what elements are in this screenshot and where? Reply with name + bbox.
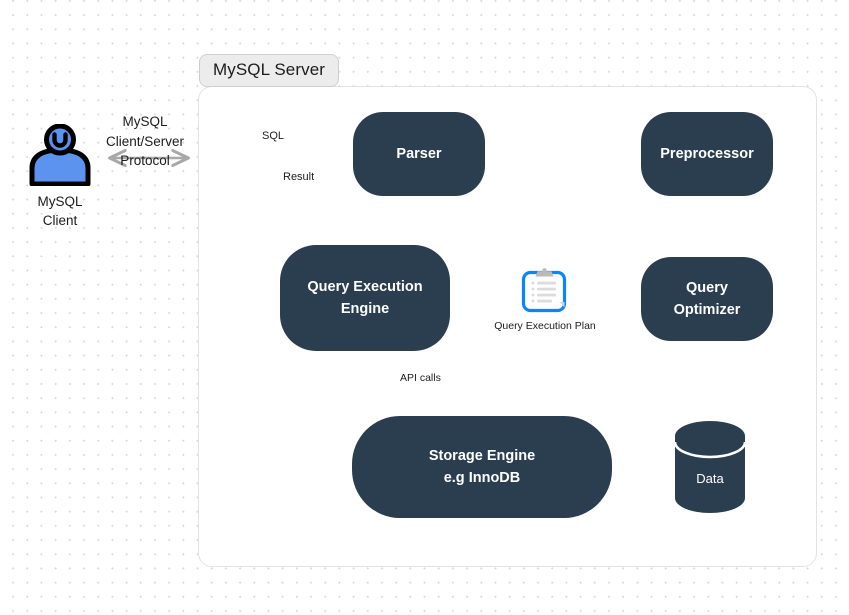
edge-label-api-calls: API calls bbox=[396, 372, 445, 384]
node-query-optimizer-label: Query Optimizer bbox=[674, 277, 741, 322]
node-storage-engine-label-line1: Storage Engine bbox=[428, 447, 536, 464]
node-query-execution-engine[interactable]: Query Execution Engine bbox=[280, 245, 450, 351]
node-storage-engine-label-line2: e.g InnoDB bbox=[443, 470, 521, 486]
node-query-optimizer[interactable]: Query Optimizer bbox=[641, 257, 773, 341]
node-query-optimizer-label-line2: Optimizer bbox=[673, 302, 741, 318]
query-execution-plan-caption: Query Execution Plan bbox=[494, 320, 596, 332]
data-store-label: Data bbox=[696, 471, 724, 486]
node-parser-label: Parser bbox=[396, 143, 441, 165]
node-storage-engine-label: Storage Engine e.g InnoDB bbox=[429, 445, 535, 490]
clipboard-icon bbox=[521, 268, 567, 313]
node-query-optimizer-label-line1: Query bbox=[686, 279, 728, 296]
node-preprocessor-label-line1: Preprocessor bbox=[660, 145, 754, 162]
node-preprocessor-label: Preprocessor bbox=[660, 143, 754, 165]
mysql-client-actor: MySQL Client bbox=[20, 124, 100, 230]
database-cylinder-icon bbox=[673, 421, 747, 513]
node-parser[interactable]: Parser bbox=[353, 112, 485, 196]
node-query-execution-engine-label-line2: Engine bbox=[340, 301, 390, 317]
mysql-client-label: MySQL Client bbox=[20, 192, 100, 230]
node-query-execution-engine-label: Query Execution Engine bbox=[307, 276, 422, 321]
mysql-client-label-line2: Client bbox=[42, 213, 78, 229]
edge-label-result: Result bbox=[279, 171, 319, 183]
protocol-label-line1: MySQL bbox=[122, 114, 168, 129]
protocol-label-line2: Client/Server bbox=[105, 133, 185, 149]
query-execution-plan-artifact: Query Execution Plan bbox=[489, 266, 601, 332]
user-icon bbox=[29, 124, 91, 186]
mysql-server-label: MySQL Server bbox=[199, 54, 340, 87]
edge-label-sql: SQL bbox=[258, 130, 289, 142]
mysql-client-label-line1: MySQL bbox=[37, 194, 83, 209]
node-storage-engine[interactable]: Storage Engine e.g InnoDB bbox=[352, 416, 612, 518]
data-store: Data bbox=[672, 420, 748, 514]
protocol-label: MySQL Client/Server Protocol bbox=[97, 112, 193, 171]
protocol-label-line3: Protocol bbox=[120, 153, 170, 169]
node-parser-label-line1: Parser bbox=[396, 145, 442, 162]
node-query-execution-engine-label-line1: Query Execution bbox=[307, 278, 423, 295]
node-preprocessor[interactable]: Preprocessor bbox=[641, 112, 773, 196]
